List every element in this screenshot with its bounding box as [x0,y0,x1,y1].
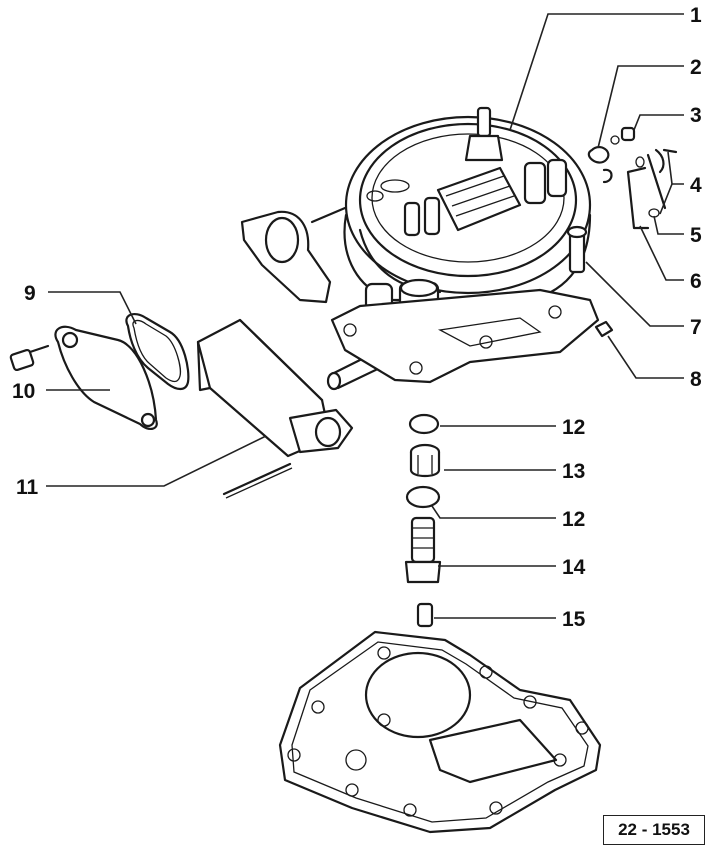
carburetor-body [240,106,600,391]
callout-2: 2 [690,56,702,79]
callout-6: 6 [690,270,702,293]
callout-5: 5 [690,224,702,247]
base-gasket [278,630,602,834]
linkage-hardware [587,126,678,338]
reference-number: 22 - 1553 [603,815,705,845]
callout-4: 4 [690,174,702,197]
cover-assembly [9,313,190,430]
callout-1: 1 [690,4,702,27]
callout-12-upper: 12 [562,416,585,439]
callout-13: 13 [562,460,585,483]
callout-14: 14 [562,556,586,579]
jet-stack [404,413,442,628]
callout-10: 10 [12,380,35,403]
callout-15: 15 [562,608,586,631]
float-housing [196,318,354,499]
leader-lines [46,13,684,619]
callout-7: 7 [690,316,702,339]
callout-8: 8 [690,368,702,391]
callout-12-lower: 12 [562,508,585,531]
callout-labels: 1 2 3 4 5 6 7 8 9 10 11 12 13 12 14 15 [12,4,702,631]
callout-9: 9 [24,282,36,305]
callout-3: 3 [690,104,702,127]
callout-11: 11 [16,476,39,499]
